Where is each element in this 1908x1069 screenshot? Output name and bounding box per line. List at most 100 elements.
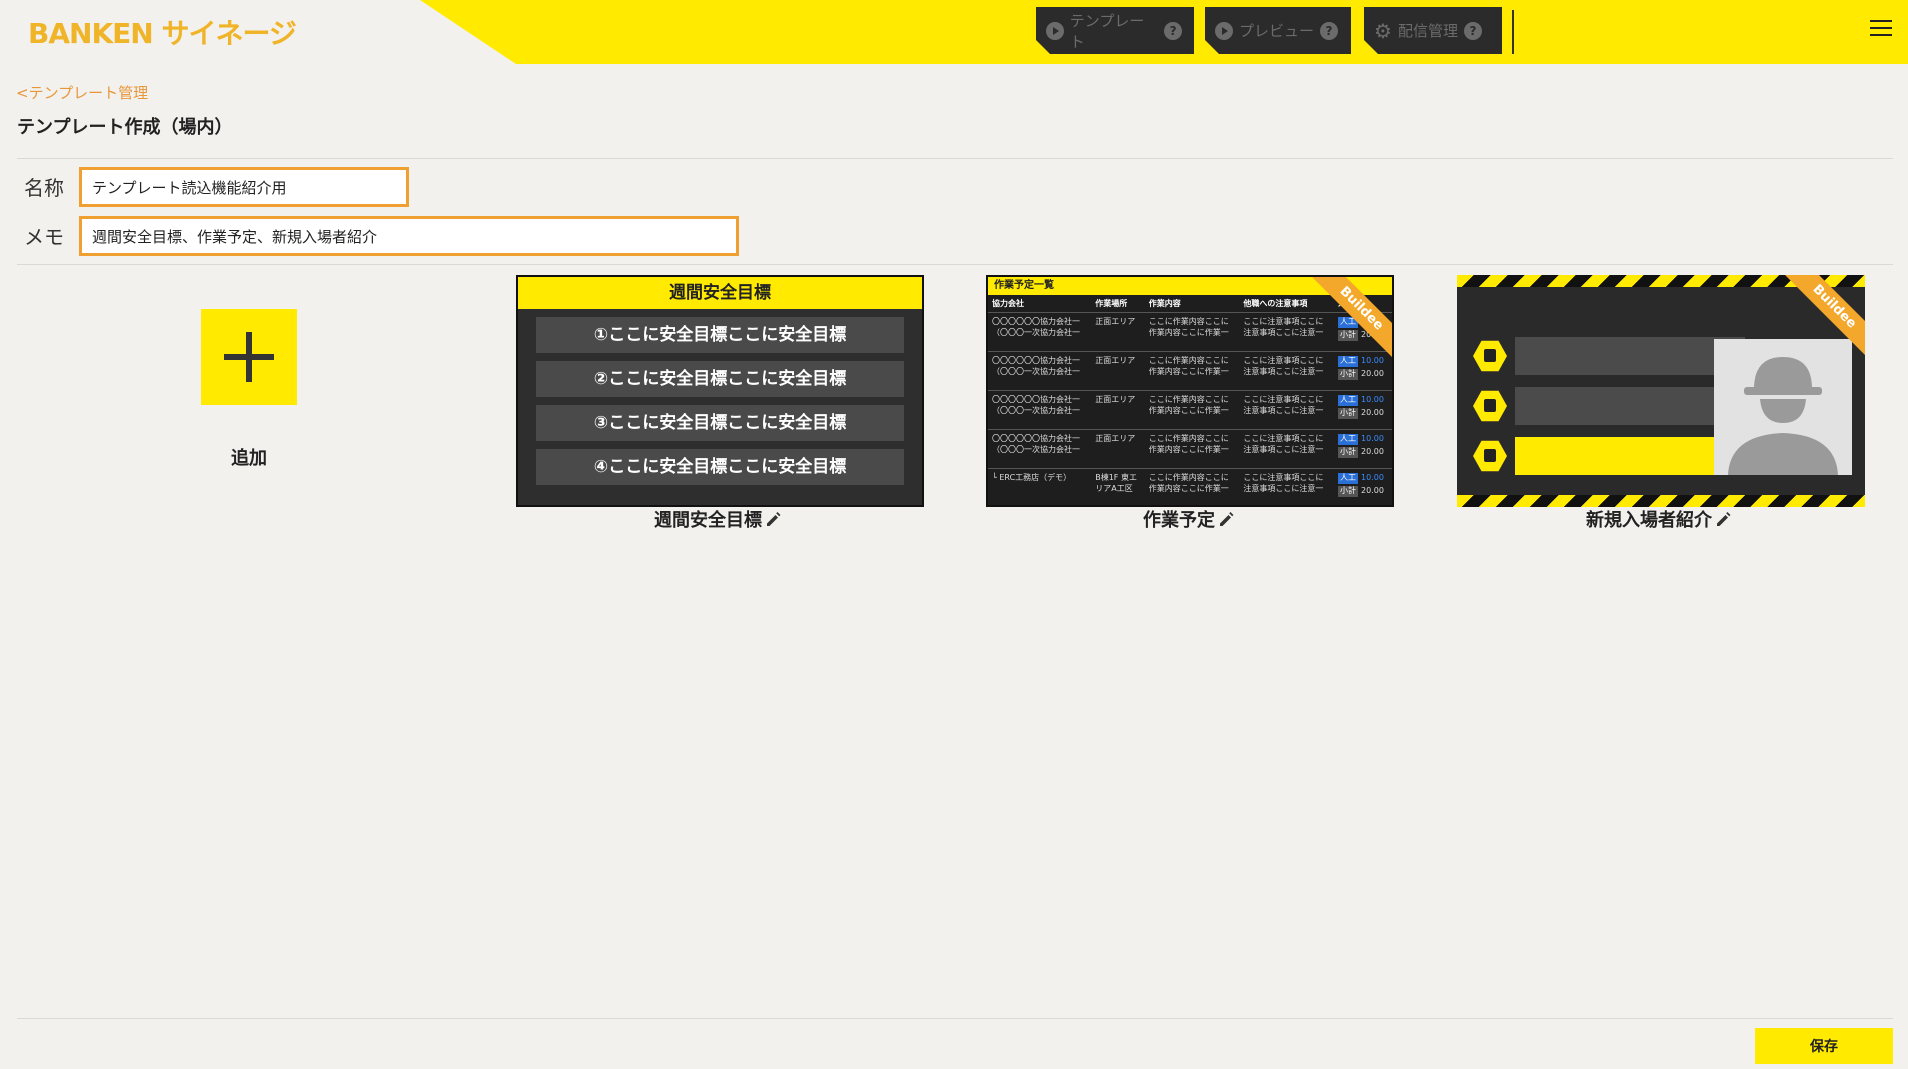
- table-row: └ ERC工務店（デモ）B棟1F 東エ リアA工区ここに作業内容ここに 作業内容…: [988, 468, 1392, 505]
- message-icon: [1473, 440, 1507, 472]
- nav-template-label: テンプレート: [1069, 11, 1145, 51]
- pencil-icon[interactable]: [1714, 510, 1732, 528]
- note-cell: ここに注意事項ここに 注意事項ここに注意一: [1239, 312, 1334, 352]
- app-header: BANKEN サイネージ テンプレート ? プレビュー ? ⚙ 配信管理 ?: [0, 0, 1908, 64]
- chevron-left-icon: <: [16, 84, 29, 102]
- subtotal-value: 20.00: [1361, 485, 1384, 495]
- building-icon: [1473, 340, 1507, 372]
- manpower-tag: 人工: [1338, 473, 1358, 484]
- work-cell: ここに作業内容ここに 作業内容ここに作業一: [1144, 429, 1240, 469]
- template-name-label: 週間安全目標: [654, 510, 762, 531]
- manpower-tag: 人工: [1338, 395, 1358, 406]
- subtotal-tag: 小計: [1338, 368, 1358, 380]
- name-input[interactable]: [79, 167, 409, 207]
- place-cell: 正面エリア: [1091, 312, 1145, 352]
- memo-input[interactable]: [79, 216, 739, 256]
- template-card-work-schedule[interactable]: 作業予定一覧 協力会社 作業場所 作業内容 他職への注意事項 人工 〇〇〇〇〇〇…: [986, 275, 1394, 507]
- nav-divider: [1512, 10, 1514, 54]
- subtotal-value: 20.00: [1361, 446, 1384, 456]
- note-cell: ここに注意事項ここに 注意事項ここに注意一: [1239, 351, 1334, 391]
- nav-delivery-button[interactable]: ⚙ 配信管理 ?: [1364, 7, 1502, 54]
- memo-label: メモ: [24, 225, 64, 249]
- divider: [17, 264, 1893, 265]
- company-cell: 〇〇〇〇〇〇協力会社一 （〇〇〇一次協力会社一: [988, 390, 1092, 430]
- divider: [17, 1018, 1893, 1019]
- note-cell: ここに注意事項ここに 注意事項ここに注意一: [1239, 468, 1334, 505]
- preview-table: 協力会社 作業場所 作業内容 他職への注意事項 人工 〇〇〇〇〇〇協力会社一 （…: [988, 295, 1392, 505]
- preview-header: 週間安全目標: [518, 277, 922, 309]
- app-logo[interactable]: BANKEN サイネージ: [28, 17, 297, 50]
- table-row: 〇〇〇〇〇〇協力会社一 （〇〇〇一次協力会社一正面エリアここに作業内容ここに 作…: [988, 390, 1392, 430]
- subtotal-value: 20.00: [1361, 368, 1384, 378]
- subtotal-value: 20.00: [1361, 407, 1384, 417]
- subtotal-tag: 小計: [1338, 407, 1358, 419]
- preview-bar: [1515, 337, 1745, 375]
- preview-bar: [1515, 387, 1745, 425]
- template-name-label: 作業予定: [1143, 510, 1215, 531]
- preview-bar: [1515, 437, 1745, 475]
- pencil-icon[interactable]: [764, 510, 782, 528]
- manpower-value: 10.00: [1361, 473, 1384, 482]
- template-card-new-visitor[interactable]: Buildee: [1457, 275, 1865, 507]
- table-row: 〇〇〇〇〇〇協力会社一 （〇〇〇一次協力会社一正面エリアここに作業内容ここに 作…: [988, 312, 1392, 352]
- template-card-weekly-safety[interactable]: 週間安全目標 ①ここに安全目標ここに安全目標 ②ここに安全目標ここに安全目標 ③…: [516, 275, 924, 507]
- template-name-label: 新規入場者紹介: [1586, 510, 1712, 531]
- worker-avatar-icon: [1728, 357, 1838, 475]
- table-row: 〇〇〇〇〇〇協力会社一 （〇〇〇一次協力会社一正面エリアここに作業内容ここに 作…: [988, 351, 1392, 391]
- person-icon: [1473, 390, 1507, 422]
- nav-delivery-label: 配信管理: [1397, 22, 1458, 40]
- play-circle-icon: [1046, 22, 1064, 40]
- work-cell: ここに作業内容ここに 作業内容ここに作業一: [1144, 468, 1240, 505]
- place-cell: 正面エリア: [1091, 351, 1145, 391]
- preview-row: ④ここに安全目標ここに安全目標: [536, 449, 904, 485]
- manpower-value: 10.00: [1361, 434, 1384, 443]
- place-cell: B棟1F 東エ リアA工区: [1091, 468, 1145, 505]
- add-template-button[interactable]: [201, 309, 297, 405]
- pencil-icon[interactable]: [1217, 510, 1235, 528]
- hazard-stripe: [1457, 495, 1865, 507]
- help-icon[interactable]: ?: [1464, 22, 1482, 40]
- template-name-weekly-safety[interactable]: 週間安全目標: [654, 506, 782, 532]
- back-link-label: テンプレート管理: [28, 84, 149, 102]
- column-header: 他職への注意事項: [1239, 295, 1334, 313]
- name-label: 名称: [24, 176, 64, 200]
- preview-row: ②ここに安全目標ここに安全目標: [536, 361, 904, 397]
- template-name-new-visitor[interactable]: 新規入場者紹介: [1586, 506, 1732, 532]
- gear-icon: ⚙: [1374, 18, 1392, 43]
- add-label: 追加: [231, 448, 267, 469]
- help-icon[interactable]: ?: [1164, 22, 1182, 40]
- template-name-work-schedule[interactable]: 作業予定: [1143, 506, 1235, 532]
- table-row: 〇〇〇〇〇〇協力会社一 （〇〇〇一次協力会社一正面エリアここに作業内容ここに 作…: [988, 429, 1392, 469]
- subtotal-tag: 小計: [1338, 485, 1358, 497]
- back-link[interactable]: <テンプレート管理: [16, 82, 148, 103]
- note-cell: ここに注意事項ここに 注意事項ここに注意一: [1239, 429, 1334, 469]
- plus-icon: [224, 332, 274, 382]
- nav-template-button[interactable]: テンプレート ?: [1036, 7, 1194, 54]
- work-cell: ここに作業内容ここに 作業内容ここに作業一: [1144, 351, 1240, 391]
- note-cell: ここに注意事項ここに 注意事項ここに注意一: [1239, 390, 1334, 430]
- avatar: [1714, 339, 1852, 475]
- work-cell: ここに作業内容ここに 作業内容ここに作業一: [1144, 390, 1240, 430]
- subtotal-tag: 小計: [1338, 446, 1358, 458]
- help-icon[interactable]: ?: [1320, 22, 1338, 40]
- place-cell: 正面エリア: [1091, 390, 1145, 430]
- company-cell: 〇〇〇〇〇〇協力会社一 （〇〇〇一次協力会社一: [988, 351, 1092, 391]
- column-header: 作業内容: [1144, 295, 1240, 313]
- company-cell: 〇〇〇〇〇〇協力会社一 （〇〇〇一次協力会社一: [988, 312, 1092, 352]
- divider: [17, 158, 1893, 159]
- save-button[interactable]: 保存: [1755, 1028, 1893, 1064]
- hamburger-menu-icon[interactable]: [1870, 20, 1892, 38]
- manpower-tag: 人工: [1338, 317, 1358, 328]
- nav-preview-button[interactable]: プレビュー ?: [1205, 7, 1351, 54]
- preview-row: ①ここに安全目標ここに安全目標: [536, 317, 904, 353]
- preview-row: ③ここに安全目標ここに安全目標: [536, 405, 904, 441]
- manpower-value: 10.00: [1361, 395, 1384, 404]
- company-cell: 〇〇〇〇〇〇協力会社一 （〇〇〇一次協力会社一: [988, 429, 1092, 469]
- preview-title: 作業予定一覧: [988, 277, 1392, 295]
- column-header: 協力会社: [988, 295, 1092, 313]
- manpower-tag: 人工: [1338, 356, 1358, 367]
- page-title: テンプレート作成（場内）: [17, 117, 233, 138]
